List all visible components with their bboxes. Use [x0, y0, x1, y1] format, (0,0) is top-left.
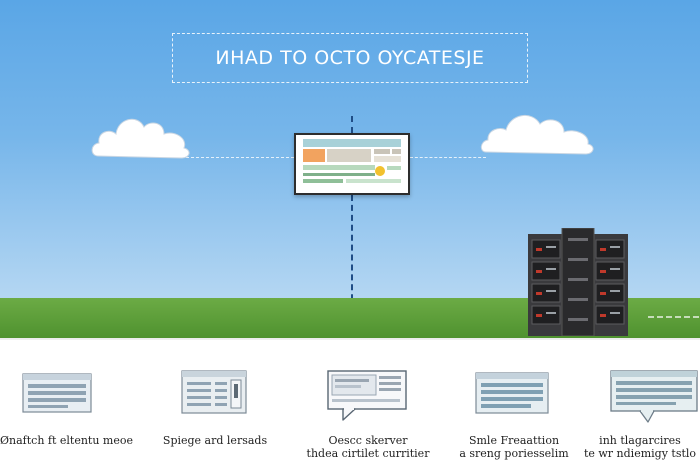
caption-3-line-1: Oescc skerver	[328, 434, 408, 447]
caption-4: Smle Freaattion a sreng poriesselim	[454, 434, 574, 460]
monitor-icon	[294, 133, 410, 195]
monitor-screen	[296, 135, 407, 192]
caption-5: inh tlagarcires te wr ndiemigy tstlo	[582, 434, 698, 460]
caption-1: Ønaftch ft eltentu meoe	[0, 434, 133, 447]
vertical-connector-top	[351, 116, 353, 133]
form-window-icon	[181, 370, 247, 414]
caption-5-line-2: te wr ndiemigy tstlo	[583, 447, 697, 460]
title-box: ИHAD TO OCTO OYCATESJE	[172, 33, 528, 83]
caption-2-line-1: Spiege ard lersads	[162, 434, 268, 447]
caption-3-line-2: thdea cirtilet curritier	[306, 447, 430, 460]
ground-marker	[648, 316, 700, 318]
list-window-icon	[22, 373, 92, 413]
cloud-icon-right	[480, 115, 594, 155]
caption-4-line-1: Smle Freaattion	[468, 434, 560, 447]
message-window-icon	[610, 370, 698, 423]
connector-left	[186, 157, 294, 158]
speech-bubble-icon	[327, 370, 407, 421]
caption-2: Spiege ard lersads	[160, 434, 270, 447]
caption-4-line-2: a sreng poriesselim	[459, 447, 569, 460]
server-rack-icon	[528, 228, 628, 336]
caption-1-line-1: Ønaftch ft eltentu meoe	[0, 434, 133, 447]
caption-3: Oescc skerver thdea cirtilet curritier	[300, 434, 436, 460]
caption-5-line-1: inh tlagarcires	[599, 434, 681, 447]
cloud-icon-left	[91, 118, 190, 159]
vertical-connector-bottom	[351, 195, 353, 330]
list-window-icon-2	[475, 372, 549, 414]
title: ИHAD TO OCTO OYCATESJE	[215, 47, 485, 69]
connector-right	[410, 157, 486, 158]
